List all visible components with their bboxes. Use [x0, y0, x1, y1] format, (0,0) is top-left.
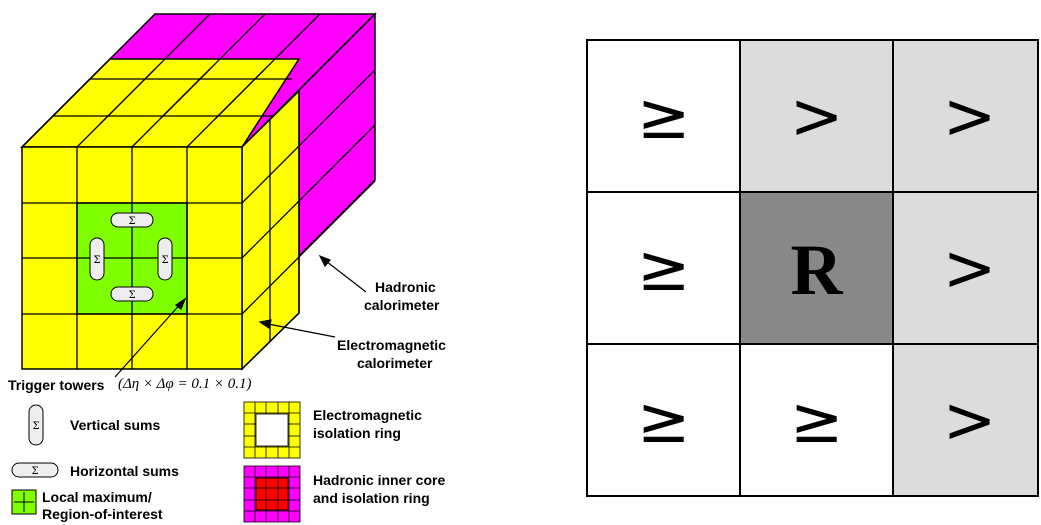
grid-lines	[21, 13, 376, 370]
em-ring-label-line2: isolation ring	[313, 425, 401, 441]
had-core-icon	[243, 465, 301, 523]
hadronic-label-line2: calorimeter	[364, 297, 440, 313]
legend: Σ Vertical sums Σ Horizontal sums Local …	[11, 401, 445, 523]
trigger-towers-formula: (Δη × Δφ = 0.1 × 0.1)	[118, 376, 251, 392]
grid-symbol-r2-c2: >	[943, 384, 997, 458]
grid-symbol-r0-c0: ≥	[637, 80, 691, 154]
hadronic-label-line1: Hadronic	[375, 279, 436, 295]
local-max-icon	[11, 489, 37, 515]
grid-cell-r1-c2	[892, 191, 1039, 345]
local-max-label-line1: Local maximum/	[42, 489, 152, 505]
grid-cell-r0-c0	[586, 39, 741, 193]
vertical-sum-right: Σ	[157, 237, 173, 281]
grid-symbol-r1-c0: ≥	[637, 232, 691, 306]
svg-text:Σ: Σ	[128, 290, 135, 301]
callout-arrows	[114, 254, 367, 378]
local-max-label-line2: Region-of-interest	[42, 506, 163, 522]
comparison-grid: ≥ > > ≥ R > ≥ ≥ >	[586, 39, 1039, 497]
em-label-line1: Electromagnetic	[337, 337, 446, 353]
svg-text:Σ: Σ	[161, 255, 168, 266]
vertical-sum-icon: Σ	[28, 404, 44, 446]
em-ring-icon	[243, 401, 301, 459]
grid-symbol-r1-c1: R	[791, 230, 844, 310]
grid-symbol-r1-c2: >	[943, 232, 997, 306]
grid-cell-r2-c2	[892, 343, 1039, 497]
svg-text:Σ: Σ	[93, 255, 100, 266]
svg-text:Σ: Σ	[32, 421, 39, 432]
had-ring-label-line2: and isolation ring	[313, 490, 430, 506]
horizontal-sum-icon: Σ	[11, 462, 59, 478]
grid-cell-r1-c1	[739, 191, 894, 345]
trigger-towers-label: Trigger towers	[8, 377, 105, 393]
horizontal-sum-bottom: Σ	[110, 286, 154, 302]
had-ring-label-line1: Hadronic inner core	[313, 472, 445, 488]
grid-symbol-r2-c1: ≥	[790, 384, 844, 458]
vertical-sums-label: Vertical sums	[70, 417, 160, 433]
grid-symbol-r0-c1: >	[790, 80, 844, 154]
vertical-sum-left: Σ	[89, 237, 105, 281]
em-label-line2: calorimeter	[357, 355, 433, 371]
grid-symbol-r2-c0: ≥	[637, 384, 691, 458]
grid-cell-r2-c1	[739, 343, 894, 497]
grid-cell-r0-c2	[892, 39, 1039, 193]
svg-text:Σ: Σ	[31, 466, 38, 477]
calorimeter-diagram: Σ Σ Σ Σ Hadronic calorimeter Electromagn…	[8, 12, 446, 393]
svg-text:Σ: Σ	[128, 216, 135, 227]
horizontal-sum-top: Σ	[110, 212, 154, 228]
grid-symbol-r0-c2: >	[943, 80, 997, 154]
grid-cell-r0-c1	[739, 39, 894, 193]
em-ring-label-line1: Electromagnetic	[313, 407, 422, 423]
horizontal-sums-label: Horizontal sums	[70, 463, 179, 479]
